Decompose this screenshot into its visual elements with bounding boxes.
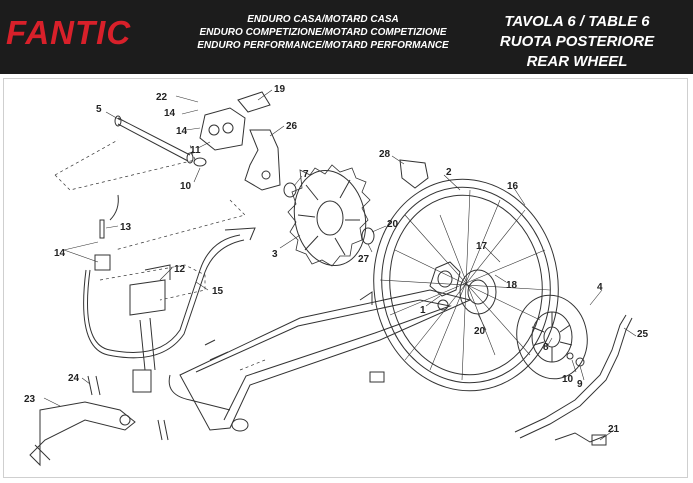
bolt-13 (99, 219, 105, 239)
title-english: REAR WHEEL (526, 53, 628, 70)
callout-15: 15 (212, 286, 224, 297)
callout-8: 8 (543, 342, 549, 353)
split-pin (157, 419, 169, 441)
callout-20-a: 20 (387, 219, 399, 230)
brake-hose (83, 227, 256, 359)
callout-20-b: 20 (474, 326, 486, 337)
spacer-7 (283, 182, 297, 198)
caliper-bracket (244, 129, 281, 191)
callout-14-b: 14 (176, 126, 188, 137)
model-line: ENDURO CASA/MOTARD CASA (247, 14, 399, 25)
callout-28: 28 (379, 149, 391, 160)
pedal-spring (87, 375, 101, 396)
brake-disc (287, 164, 371, 267)
model-line: ENDURO PERFORMANCE/MOTARD PERFORMANCE (197, 40, 449, 51)
callout-21: 21 (608, 424, 620, 435)
callout-12: 12 (174, 264, 186, 275)
model-list: ENDURO CASA/MOTARD CASA ENDURO COMPETIZI… (188, 13, 458, 52)
callout-18: 18 (506, 280, 518, 291)
fantic-logo: FANTIC (6, 14, 132, 51)
title-italian: RUOTA POSTERIORE (499, 33, 655, 50)
bearing-20 (361, 227, 375, 245)
callout-1: 1 (420, 305, 426, 316)
callout-leaders (43, 89, 637, 441)
callout-9: 9 (577, 379, 583, 390)
callout-19: 19 (274, 84, 286, 95)
callout-11: 11 (190, 145, 201, 156)
sensor-28 (399, 159, 429, 189)
callout-4: 4 (597, 282, 603, 293)
callout-27: 27 (358, 254, 370, 265)
model-line: ENDURO COMPETIZIONE/MOTARD COMPETIZIONE (199, 27, 447, 38)
callout-3: 3 (272, 249, 278, 260)
callout-13: 13 (120, 222, 132, 233)
leader-lines (54, 139, 266, 371)
callout-16: 16 (507, 181, 519, 192)
callout-14-a: 14 (164, 108, 176, 119)
callout-14-c: 14 (54, 248, 66, 259)
callout-24: 24 (68, 373, 80, 384)
brake-pedal (29, 401, 136, 467)
callout-7: 7 (303, 169, 309, 180)
callout-2: 2 (446, 167, 452, 178)
callout-numbers: 1 2 4 5 7 8 9 10 10 11 12 13 14 14 14 15… (24, 84, 649, 435)
callout-23: 23 (24, 394, 36, 405)
callout-10-upper: 10 (180, 181, 192, 192)
callout-26: 26 (286, 121, 298, 132)
wire-13 (109, 194, 119, 221)
brake-caliper (193, 91, 271, 167)
rear-axle (114, 115, 194, 164)
callout-10-lower: 10 (562, 374, 574, 385)
drive-chain (514, 314, 633, 446)
callout-17: 17 (476, 241, 488, 252)
table-title-block: TAVOLA 6 / TABLE 6 RUOTA POSTERIORE REAR… (466, 12, 688, 72)
header-bar: FANTIC ENDURO CASA/MOTARD CASA ENDURO CO… (0, 0, 693, 74)
sprocket (516, 294, 588, 380)
washer-10 (566, 352, 574, 360)
swingarm (168, 289, 472, 432)
callout-5: 5 (96, 104, 102, 115)
callout-25: 25 (637, 329, 649, 340)
callout-22: 22 (156, 92, 168, 103)
diagram-frame (3, 78, 688, 478)
master-cylinder (129, 264, 171, 393)
table-number: TAVOLA 6 / TABLE 6 (504, 13, 650, 30)
rear-wheel (373, 178, 559, 392)
